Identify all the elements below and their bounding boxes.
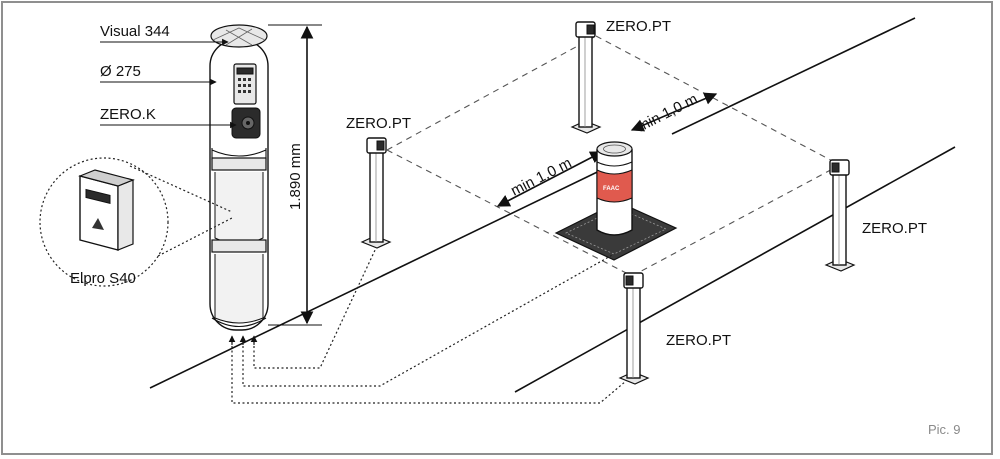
callouts — [100, 38, 237, 129]
elpro-detail — [39, 157, 233, 287]
bollard-reflective-band — [596, 169, 633, 203]
bollard-top-cap — [596, 141, 633, 157]
visual-344-label: Visual 344 — [100, 23, 170, 40]
photocell-post-right — [824, 159, 856, 272]
road-edge-near-right — [671, 17, 916, 135]
automatic-bollard: FAAC — [554, 141, 678, 261]
min-distance-label-left: min 1,0 m — [508, 155, 574, 200]
diameter-label: Ø 275 — [100, 63, 141, 80]
beam-bottom-to-right — [631, 164, 841, 277]
beam-left-to-bottom — [386, 149, 633, 277]
photocell-beams — [386, 35, 841, 277]
beam-top-to-right — [595, 35, 841, 166]
photocell-post-top — [570, 21, 602, 134]
min-distance-arrow-left — [496, 151, 604, 207]
zero-k-label: ZERO.K — [100, 106, 156, 123]
beam-left-to-top — [386, 35, 597, 151]
road-edge-far — [514, 146, 956, 393]
height-dimension — [268, 24, 322, 326]
min-distance-label-right: min 1,0 m — [634, 91, 700, 136]
photocell-post-bottom — [618, 272, 650, 385]
min-distance-arrow-right — [630, 92, 718, 132]
control-unit — [78, 169, 135, 251]
visual-column — [209, 24, 269, 331]
cable-to-left-post — [253, 247, 377, 369]
distance-arrows — [496, 92, 718, 207]
cable-routes — [228, 247, 627, 404]
zero-pt-label-left: ZERO.PT — [346, 115, 411, 132]
zero-pt-label-right: ZERO.PT — [862, 220, 927, 237]
picture-caption: Pic. 9 — [928, 422, 961, 437]
height-label: 1.890 mm — [287, 143, 304, 210]
photocell-post-left — [360, 137, 392, 249]
bollard-brand-label: FAAC — [603, 186, 620, 192]
zero-pt-label-bottom: ZERO.PT — [666, 332, 731, 349]
cable-to-bottom-post — [231, 337, 627, 404]
zero-pt-label-top: ZERO.PT — [606, 18, 671, 35]
cable-to-bollard — [242, 253, 615, 387]
elpro-label: Elpro S40 — [70, 270, 136, 287]
